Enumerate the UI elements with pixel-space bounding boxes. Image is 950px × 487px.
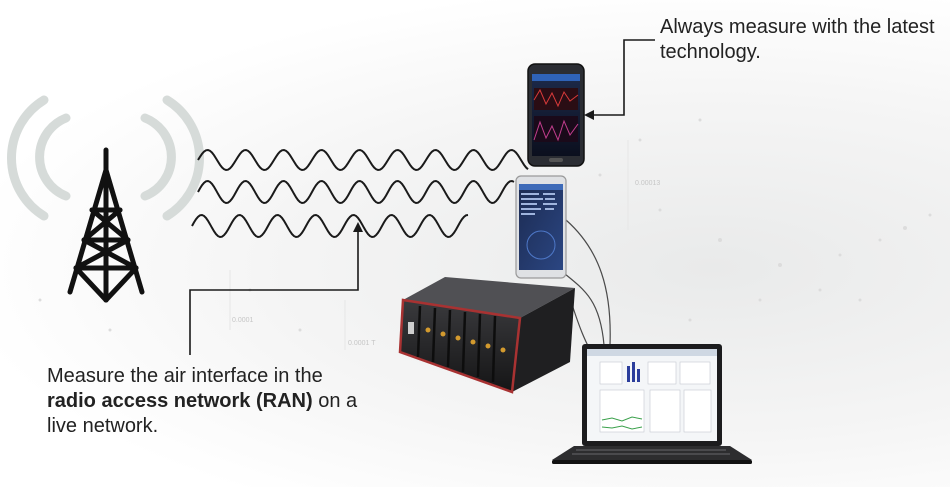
signal-waves: [191, 148, 529, 239]
callout-ran-emphasis: radio access network (RAN): [47, 390, 313, 412]
radio-tower-icon: [7, 95, 204, 303]
callout-air-interface-prefix: Measure the air interface in the: [47, 365, 323, 387]
callout-air-interface-suffix: on a live network.: [47, 390, 358, 437]
signal-wave: [191, 213, 469, 239]
arrow-heads: [353, 110, 594, 232]
callout-latest-technology: Always measure with the latest technolog…: [660, 16, 935, 63]
smartphone-icon: [527, 63, 585, 167]
background-grid-lines: [229, 140, 629, 350]
background-label: 0.0001: [232, 317, 254, 324]
rack-analyzer-icon: [398, 277, 575, 394]
laptop-icon: [552, 344, 752, 464]
callout-air-interface: Measure the air interface in the radio a…: [47, 364, 367, 439]
background-label: 0.00013: [635, 180, 660, 187]
signal-wave: [197, 148, 529, 172]
background-label: 0.0001 T: [348, 340, 376, 347]
tablet-phone-icon: [515, 175, 567, 279]
signal-wave: [197, 179, 515, 205]
callout-connectors: [189, 39, 655, 355]
